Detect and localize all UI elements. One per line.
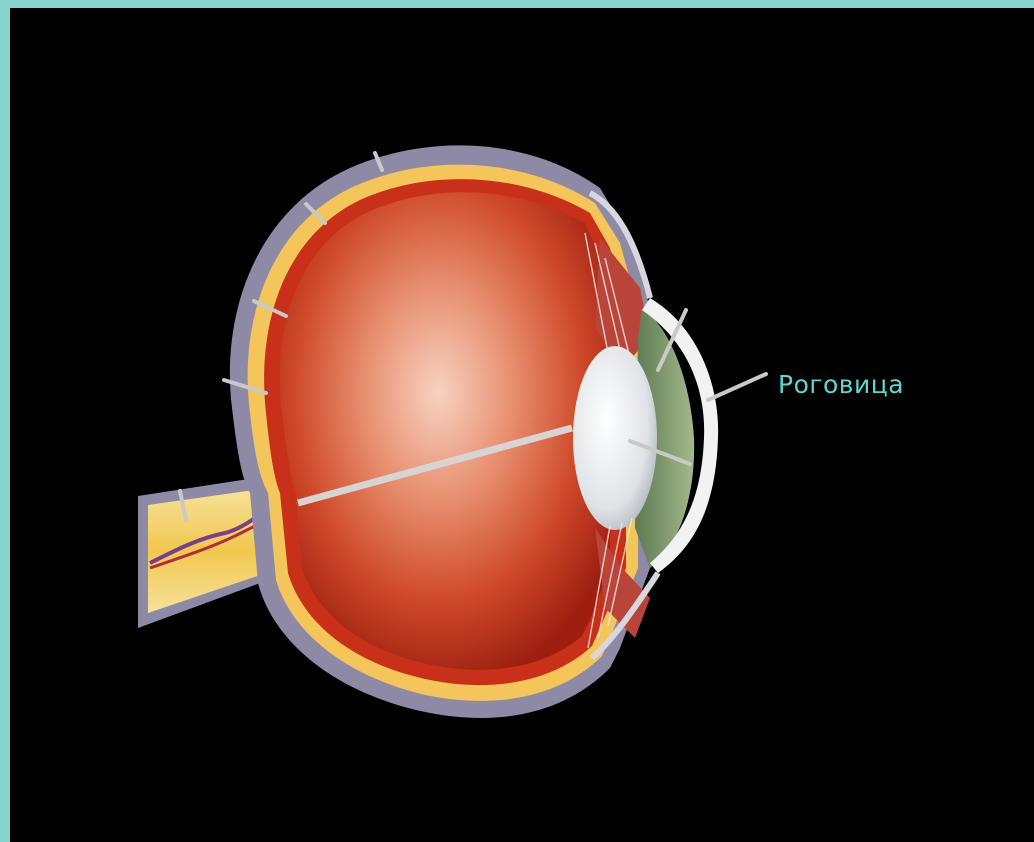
eye-cross-section-illustration — [10, 8, 1034, 842]
cornea-leader-line — [708, 374, 766, 400]
lens — [573, 346, 657, 530]
slide-canvas: Роговица — [10, 8, 1034, 842]
label-cornea: Роговица — [778, 370, 904, 399]
